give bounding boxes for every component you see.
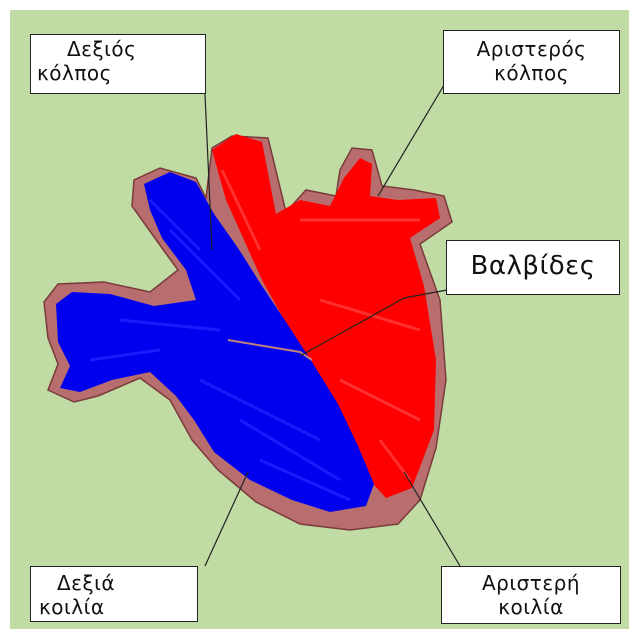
- label-right-atrium-line1: Δεξιός: [37, 37, 205, 61]
- label-right-atrium: Δεξιός κόλπος: [30, 34, 206, 94]
- leader-line-right-ventricle: [205, 472, 248, 566]
- leader-line-left-atrium: [378, 80, 447, 196]
- label-left-atrium: Αριστερός κόλπος: [443, 30, 620, 94]
- label-left-atrium-line1: Αριστερός: [444, 37, 619, 61]
- label-right-ventricle-line2: κοιλία: [39, 595, 197, 619]
- label-right-atrium-line2: κόλπος: [37, 61, 205, 85]
- label-left-ventricle-line1: Αριστερή: [442, 571, 620, 595]
- label-left-atrium-line2: κόλπος: [444, 61, 619, 85]
- label-right-ventricle: Δεξιά κοιλία: [30, 566, 198, 622]
- leader-line-left-ventricle: [404, 472, 460, 566]
- label-left-ventricle: Αριστερή κοιλία: [441, 566, 621, 624]
- label-right-ventricle-line1: Δεξιά: [39, 571, 197, 595]
- label-left-ventricle-line2: κοιλία: [442, 595, 620, 619]
- label-valves: Βαλβίδες: [446, 240, 620, 295]
